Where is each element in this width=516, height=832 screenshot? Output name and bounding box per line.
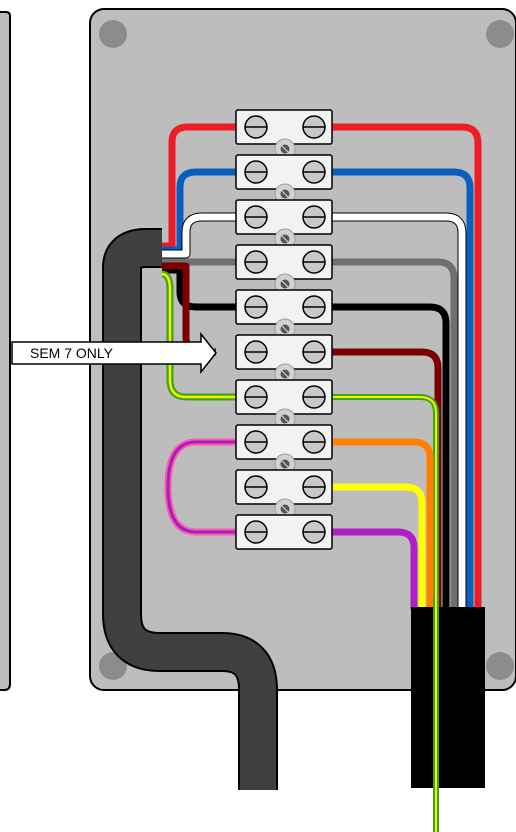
callout-arrow: [11, 331, 217, 375]
adjacent-enclosure-edge: [0, 11, 11, 691]
wire-red-left: [162, 123, 238, 250]
terminal: [235, 199, 333, 250]
wire-grey-right: [330, 258, 458, 610]
wire-red-right: [330, 123, 482, 610]
terminal: [235, 244, 333, 295]
mounting-screw-slot: [281, 505, 289, 513]
terminal: [235, 514, 333, 550]
terminal: [235, 109, 333, 160]
terminal: [235, 289, 333, 340]
wire-blue-right: [330, 168, 474, 610]
mounting-screw-slot: [281, 325, 289, 333]
wire-loop-link-core: [166, 440, 238, 534]
mounting-screw-slot: [281, 145, 289, 153]
cable-gland: [411, 607, 485, 788]
wire-blue-left: [162, 168, 238, 254]
multicore-cable: [104, 230, 276, 790]
enclosure-screw-hole: [486, 652, 514, 680]
mounting-screw-slot: [281, 415, 289, 423]
terminal: [235, 154, 333, 205]
wire-white-right: [330, 213, 466, 610]
sem7-callout: SEM 7 ONLY: [11, 331, 217, 375]
enclosure-screw-hole: [99, 20, 127, 48]
callout-label: SEM 7 ONLY: [30, 345, 114, 361]
wire-orange-right: [330, 438, 434, 610]
terminal: [235, 469, 333, 520]
mounting-screw-slot: [281, 460, 289, 468]
wire-yellow-right: [330, 483, 426, 610]
mounting-screw-slot: [281, 235, 289, 243]
mounting-screw-slot: [281, 280, 289, 288]
terminal: [235, 334, 333, 385]
wire-purple-right: [330, 528, 418, 610]
enclosure-screw-hole: [486, 20, 514, 48]
wire-darkred-right: [330, 348, 442, 610]
terminal: [235, 424, 333, 475]
mounting-screw-slot: [281, 370, 289, 378]
wire-white-left: [162, 213, 238, 258]
wire-earth-right-core: [330, 396, 437, 610]
wire-black-right: [330, 303, 450, 610]
terminal: [235, 379, 333, 430]
terminal-block: [235, 109, 333, 550]
mounting-screw-slot: [281, 190, 289, 198]
wire-earth-left-core: [161, 272, 238, 399]
